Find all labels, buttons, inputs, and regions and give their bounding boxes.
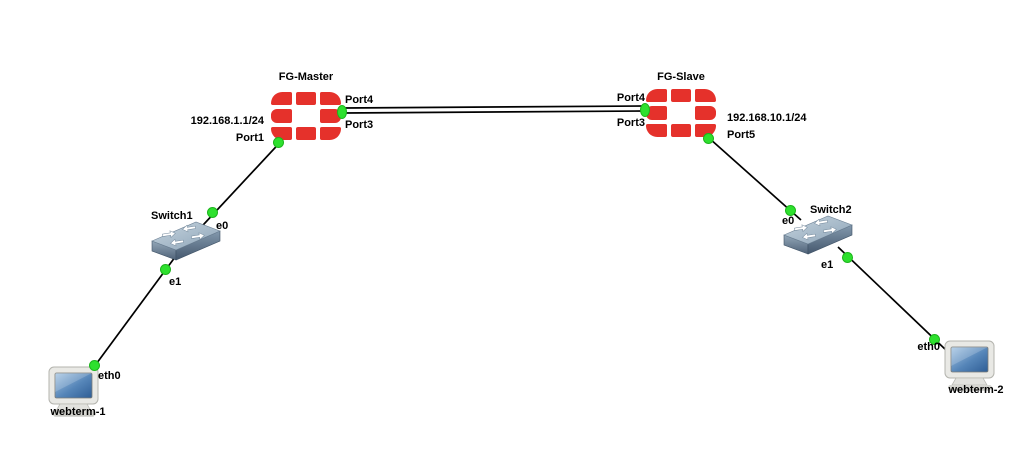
port-label-fg-master-port4: Port4 — [345, 94, 374, 106]
port-label-fg-slave-port4: Port4 — [616, 92, 645, 104]
link-fg-master-port1--switch1-e0[interactable] — [190, 135, 287, 239]
port-label-fg-master-port1: Port1 — [235, 132, 264, 144]
node-fg-master fortigate-icon[interactable] — [271, 92, 341, 140]
link-status-dot-switch1-e1 — [160, 264, 171, 275]
ip-label-fg-master: 192.168.1.1/24 — [190, 115, 264, 127]
link-status-dot-fg-master-port4 — [337, 105, 347, 119]
node-switch2 ethernet-switch-icon[interactable] — [783, 213, 853, 255]
ip-label-fg-slave: 192.168.10.1/24 — [727, 112, 807, 124]
node-label-switch1: Switch1 — [151, 210, 193, 222]
port-label-switch2-e0: e0 — [782, 215, 795, 227]
node-label-fg-master: FG-Master — [278, 71, 334, 83]
node-label-webterm-1: webterm-1 — [50, 406, 106, 418]
link-status-dot-webterm-1-eth0 — [89, 360, 100, 371]
link-fg-master-port3--fg-slave-port3[interactable] — [343, 110, 646, 114]
node-switch1 ethernet-switch-icon[interactable] — [151, 219, 221, 261]
link-fg-master-port4--fg-slave-port4[interactable] — [343, 105, 646, 109]
link-status-dot-switch2-e1 — [842, 252, 853, 263]
node-webterm-2 computer-icon[interactable] — [941, 340, 999, 392]
port-label-switch2-e1: e1 — [821, 259, 834, 271]
node-webterm-1 computer-icon[interactable] — [45, 366, 103, 418]
link-status-dot-switch1-e0 — [207, 207, 218, 218]
link-status-dot-fg-slave-port4 — [640, 103, 650, 117]
port-label-fg-slave-port3: Port3 — [616, 117, 645, 129]
link-status-dot-fg-master-port1 — [273, 137, 284, 148]
node-fg-slave fortigate-icon[interactable] — [646, 89, 716, 137]
port-label-switch1-e1: e1 — [169, 276, 182, 288]
link-status-dot-webterm-2-eth0 — [929, 334, 940, 345]
port-label-fg-master-port3: Port3 — [345, 119, 374, 131]
link-fg-slave-port5--switch2-e0[interactable] — [699, 129, 802, 221]
link-switch2-e1--webterm-2-eth0[interactable] — [837, 246, 948, 352]
port-label-switch1-e0: e0 — [216, 220, 229, 232]
port-label-fg-slave-port5: Port5 — [727, 129, 756, 141]
port-label-webterm-2-eth0: eth0 — [917, 341, 940, 353]
node-label-fg-slave: FG-Slave — [657, 71, 705, 83]
node-label-switch2: Switch2 — [810, 204, 852, 216]
node-label-webterm-2: webterm-2 — [948, 384, 1004, 396]
link-status-dot-switch2-e0 — [785, 205, 796, 216]
port-label-webterm-1-eth0: eth0 — [98, 370, 121, 382]
link-status-dot-fg-slave-port5 — [703, 133, 714, 144]
